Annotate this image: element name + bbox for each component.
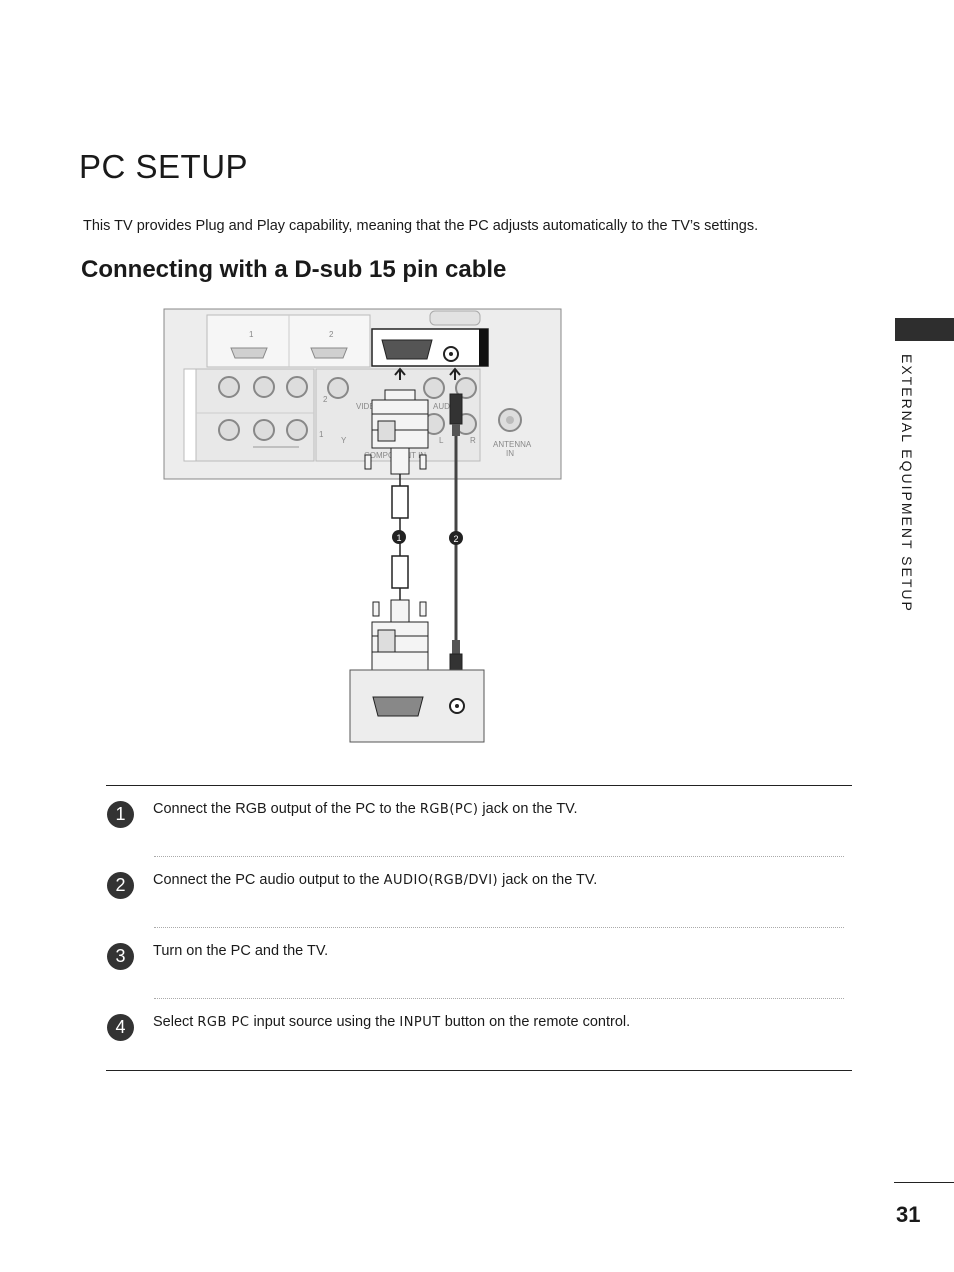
hdmi-label-2: 2: [329, 330, 334, 339]
hdmi-port-1: [230, 347, 268, 359]
step-number: 1: [107, 801, 134, 828]
step-1: 1 Connect the RGB output of the PC to th…: [106, 786, 852, 857]
footer-rule: [894, 1182, 954, 1183]
arrow-rgb: [394, 367, 406, 380]
l-label: L: [439, 436, 444, 445]
step-number: 2: [107, 872, 134, 899]
step-2: 2 Connect the PC audio output to the AUD…: [106, 857, 852, 928]
dsub-plug-top: [364, 389, 429, 475]
cable-2-label: 2: [454, 534, 459, 544]
input-2-label: 2: [323, 395, 328, 404]
antenna-label-2: IN: [506, 449, 514, 458]
intro-text: This TV provides Plug and Play capabilit…: [83, 218, 759, 234]
page-title: PC SETUP: [79, 148, 249, 185]
cable-2-marker: [449, 531, 463, 545]
section-heading: Connecting with a D-sub 15 pin cable: [81, 256, 507, 283]
side-label: EXTERNAL EQUIPMENT SETUP: [899, 354, 915, 613]
y-label: Y: [341, 436, 347, 445]
step-text: Select RGB PC input source using the INP…: [153, 1014, 631, 1030]
video-label: VIDEO: [356, 402, 381, 411]
key-rgb-pc: RGB PC: [197, 1015, 250, 1030]
step-text: Connect the RGB output of the PC to the …: [153, 801, 578, 817]
top-dsub-port: [429, 310, 481, 326]
hdmi-label-1: 1: [249, 330, 254, 339]
hdmi-port-2: [310, 347, 348, 359]
key-audio-rgb-dvi: AUDIO(RGB/DVI): [383, 873, 499, 888]
key-rgb-pc: RGB(PC): [419, 802, 479, 817]
r-label: R: [470, 436, 476, 445]
side-tab: [895, 318, 954, 341]
cable-1-marker: [392, 530, 406, 544]
steps-list: 1 Connect the RGB output of the PC to th…: [106, 785, 852, 1071]
key-input: INPUT: [399, 1015, 441, 1030]
step-text: Turn on the PC and the TV.: [153, 943, 329, 959]
page-number: 31: [896, 1202, 921, 1227]
input-1-label: 1: [319, 430, 324, 439]
cable-1-label: 1: [397, 533, 402, 543]
step-4: 4 Select RGB PC input source using the I…: [106, 999, 852, 1070]
arrow-audio: [449, 367, 461, 380]
step-number: 3: [107, 943, 134, 970]
step-3: 3 Turn on the PC and the TV.: [106, 928, 852, 999]
dsub-cable: [391, 474, 409, 600]
tv-rgb-port: [381, 339, 433, 360]
connection-diagram: 1 2 2 1 VIDEO AUDIO Y L R COMPONENT IN A…: [163, 308, 562, 743]
step-number: 4: [107, 1014, 134, 1041]
audio-label: AUDIO: [433, 402, 458, 411]
pc-rgb-port: [372, 696, 424, 717]
step-text: Connect the PC audio output to the AUDIO…: [153, 872, 598, 888]
antenna-label-1: ANTENNA: [493, 440, 532, 449]
